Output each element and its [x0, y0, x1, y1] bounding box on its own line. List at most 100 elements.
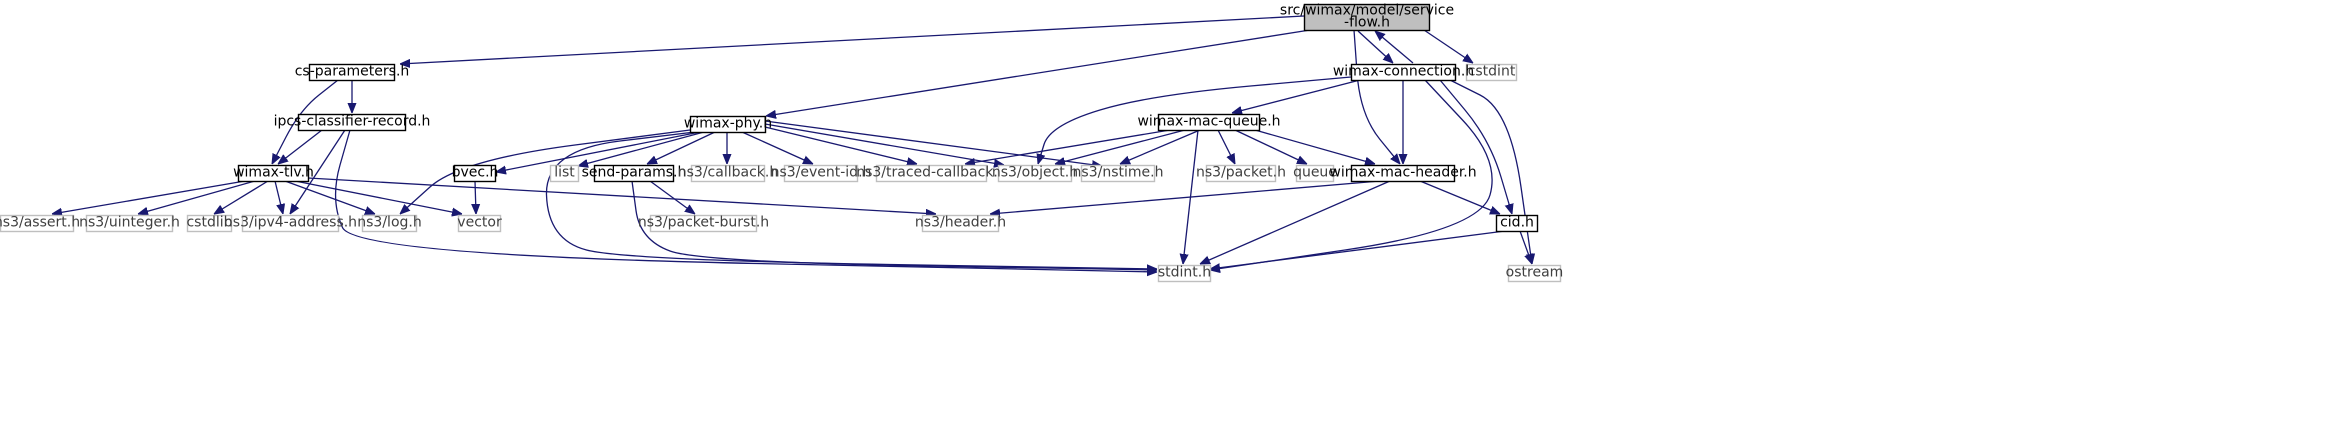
node-label: ns3/log.h — [357, 215, 421, 231]
node-box — [1507, 264, 1562, 283]
node-label: ostream — [1506, 265, 1564, 281]
edge-wimax-connection-to-object — [1038, 76, 1352, 164]
node-root[interactable]: src/wimax/model/service-flow.h — [1280, 3, 1454, 32]
node-box — [997, 164, 1073, 183]
edge-wimax-phy-to-log — [400, 129, 691, 214]
edge-wimax-mac-header-to-header — [990, 180, 1381, 214]
node-cid[interactable]: cid.h — [1495, 214, 1539, 233]
edge-wimax-mac-queue-to-wimax-mac-header — [1254, 129, 1375, 164]
node-wimax-tlv[interactable]: wimax-tlv.h — [233, 165, 314, 183]
node-label: cs-parameters.h — [295, 64, 410, 80]
edge-wimax-phy-to-traced-callback — [764, 126, 917, 164]
node-label: vector — [457, 215, 502, 231]
edge-wimax-phy-to-bvec — [496, 131, 701, 172]
edge-wimax-phy-to-nstime — [764, 120, 1102, 166]
node-send-params[interactable]: send-params.h — [582, 164, 687, 183]
node-box — [0, 214, 75, 233]
edge-wimax-mac-queue-to-object — [1055, 129, 1186, 164]
edge-wimax-phy-to-stdint — [545, 131, 1157, 269]
node-box — [453, 164, 497, 183]
node-list: list — [549, 164, 580, 183]
node-box — [186, 214, 233, 233]
node-label: wimax-connection.h — [1333, 64, 1474, 80]
edge-cid-to-ostream — [1519, 230, 1532, 264]
node-label: queue — [1293, 165, 1337, 181]
edge-wimax-mac-queue-to-traced-callback — [965, 129, 1171, 164]
edge-cs-parameters-to-wimax-tlv — [272, 79, 339, 164]
node-vector: vector — [457, 215, 502, 233]
node-ipcs-classifier-record[interactable]: ipcs-classifier-record.h — [274, 113, 431, 132]
node-box — [1205, 164, 1277, 183]
edge-wimax-tlv-to-vector — [294, 180, 462, 214]
edge-wimax-connection-to-stdint — [1210, 79, 1493, 270]
edge-wimax-tlv-to-cstdlib — [214, 180, 269, 214]
node-box — [549, 164, 580, 183]
edge-wimax-mac-queue-to-queue — [1234, 129, 1307, 165]
node-label: send-params.h — [582, 165, 687, 181]
node-packet: ns3/packet.h — [1196, 164, 1286, 183]
node-label: ns3/nstime.h — [1073, 165, 1164, 181]
node-ostream: ostream — [1506, 264, 1564, 283]
node-cstdint: cstdint — [1465, 64, 1518, 82]
edge-ipcs-classifier-record-to-ipv4-address — [290, 129, 346, 214]
node-stdint: stdint.h — [1157, 265, 1212, 283]
node-box — [297, 113, 407, 132]
edge-cid-to-stdint — [1210, 230, 1506, 269]
node-label: cstdlib — [186, 215, 232, 231]
edge-wimax-mac-queue-to-packet — [1217, 129, 1235, 164]
node-callback: ns3/callback.h — [678, 164, 778, 183]
node-queue: queue — [1293, 164, 1337, 183]
edge-root-to-wimax-phy — [766, 29, 1311, 116]
node-box — [690, 164, 766, 183]
edge-wimax-phy-to-event-id — [741, 131, 813, 165]
node-wimax-connection[interactable]: wimax-connection.h — [1333, 63, 1474, 82]
edge-wimax-connection-to-root — [1375, 31, 1414, 64]
node-label: src/wimax/model/service-flow.h — [1280, 3, 1454, 31]
node-cs-parameters[interactable]: cs-parameters.h — [295, 63, 410, 82]
node-wimax-mac-header[interactable]: wimax-mac-header.h — [1329, 164, 1477, 183]
node-box — [1350, 63, 1457, 82]
node-label: ns3/object.h — [992, 165, 1078, 181]
edge-wimax-connection-to-wimax-mac-queue — [1232, 79, 1361, 113]
node-label: ns3/assert.h — [0, 215, 80, 231]
edge-wimax-tlv-to-ipv4-address — [274, 180, 283, 214]
node-box — [1157, 113, 1261, 132]
node-box — [361, 214, 418, 233]
node-label: stdint.h — [1158, 265, 1211, 281]
node-box — [593, 164, 675, 183]
node-label: wimax-phy.h — [684, 116, 772, 132]
nodes-layer: src/wimax/model/service-flow.h cs-paramet… — [0, 3, 1564, 283]
edge-send-params-to-packet-burst — [649, 180, 695, 214]
node-box — [1495, 214, 1539, 233]
node-wimax-phy[interactable]: wimax-phy.h — [684, 115, 772, 134]
node-log: ns3/log.h — [357, 214, 422, 233]
edge-wimax-tlv-to-assert — [52, 180, 246, 214]
node-label: ns3/packet-burst.h — [638, 215, 769, 231]
edge-wimax-tlv-to-header — [307, 177, 936, 214]
node-box — [875, 164, 988, 183]
edge-root-to-cstdint — [1423, 29, 1473, 63]
edge-ipcs-classifier-record-to-stdint — [334, 129, 1157, 272]
edge-root-to-wimax-mac-header — [1353, 29, 1400, 164]
node-label: wimax-mac-header.h — [1329, 165, 1476, 181]
node-cstdlib: cstdlib — [186, 214, 233, 233]
node-wimax-mac-queue[interactable]: wimax-mac-queue.h — [1137, 113, 1281, 132]
node-label: ns3/ipv4-address.h — [224, 215, 357, 231]
node-box — [308, 63, 396, 82]
node-box — [1350, 164, 1456, 183]
edge-wimax-phy-to-object — [764, 123, 1004, 165]
edge-bvec-to-vector — [475, 180, 476, 214]
node-box — [689, 115, 767, 134]
node-box — [1295, 164, 1335, 183]
node-label: ns3/event-id.h — [771, 165, 872, 181]
edge-root-to-wimax-connection — [1357, 30, 1393, 63]
node-label: ns3/traced-callback.h — [856, 165, 1007, 181]
node-label: wimax-tlv.h — [233, 165, 314, 181]
node-label: bvec.h — [452, 165, 499, 181]
node-bvec[interactable]: bvec.h — [452, 164, 499, 183]
node-label: ipcs-classifier-record.h — [274, 114, 431, 130]
node-label: ns3/packet.h — [1196, 165, 1286, 181]
node-box — [85, 214, 174, 233]
edge-wimax-phy-to-send-params — [647, 131, 716, 165]
